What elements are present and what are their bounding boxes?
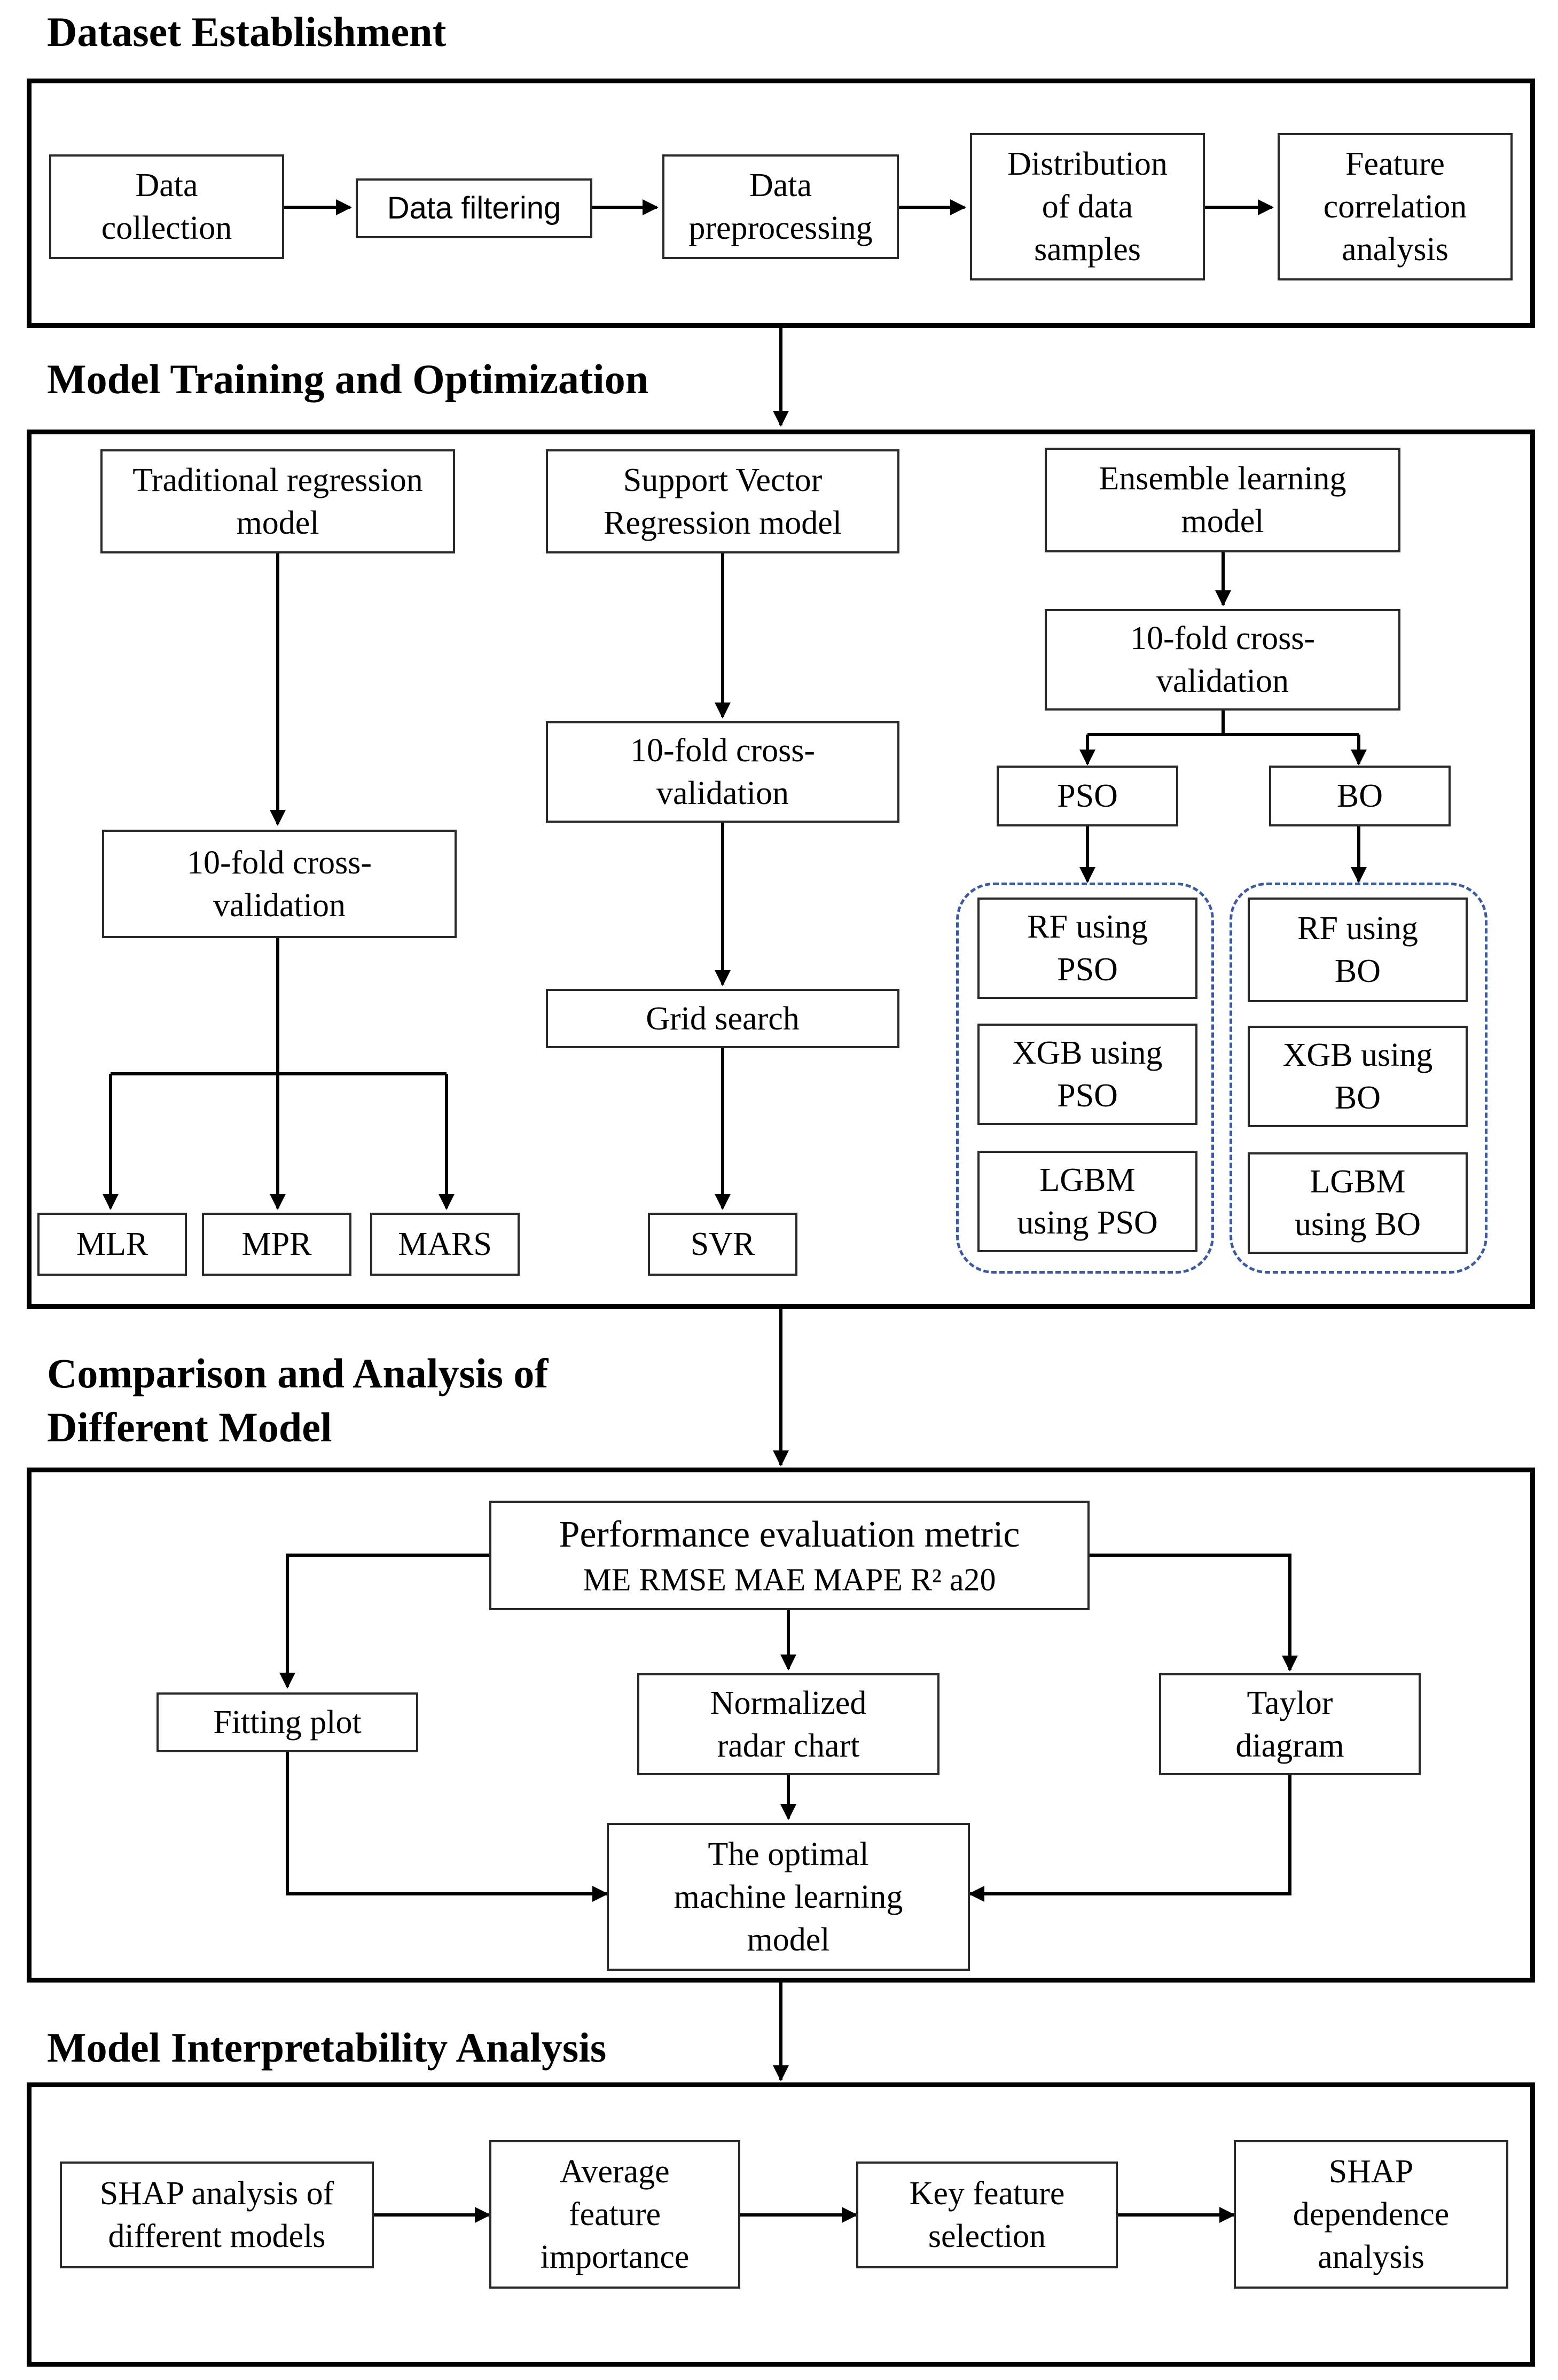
group-pso-models [956, 883, 1214, 1274]
node-ensemble-model: Ensemble learning model [1045, 448, 1400, 552]
node-key-feature-selection: Key feature selection [856, 2161, 1118, 2268]
node-data-preprocessing: Data preprocessing [662, 154, 899, 259]
section-interpretability [27, 2082, 1535, 2367]
node-output-mlr: MLR [37, 1213, 187, 1276]
node-svr-cv: 10-fold cross- validation [546, 721, 899, 823]
node-lgbm-pso: LGBM using PSO [977, 1151, 1197, 1252]
section-comparison [27, 1468, 1535, 1983]
node-traditional-regression: Traditional regression model [100, 449, 455, 553]
node-rf-pso: RF using PSO [977, 898, 1197, 999]
node-xgb-pso: XGB using PSO [977, 1024, 1197, 1125]
node-xgb-bo: XGB using BO [1248, 1026, 1468, 1127]
node-data-filtering: Data filtering [356, 178, 592, 238]
section-heading-comparison-line2: Different Model [47, 1404, 332, 1450]
section-training [27, 430, 1535, 1309]
node-ensemble-cv: 10-fold cross- validation [1045, 609, 1400, 711]
node-taylor-diagram: Taylor diagram [1159, 1673, 1421, 1775]
node-pso: PSO [997, 766, 1178, 826]
node-output-mpr: MPR [202, 1213, 351, 1276]
metric-title: Performance evaluation metric [559, 1513, 1020, 1555]
node-radar-chart: Normalized radar chart [637, 1673, 940, 1775]
node-performance-metric: Performance evaluation metric ME RMSE MA… [489, 1501, 1090, 1610]
node-data-collection: Data collection [49, 154, 284, 259]
group-bo-models [1230, 883, 1487, 1274]
node-rf-bo: RF using BO [1248, 898, 1468, 1002]
node-shap-dependence: SHAP dependence analysis [1234, 2140, 1508, 2289]
node-bo: BO [1269, 766, 1451, 826]
section-dataset [27, 79, 1535, 328]
node-traditional-cv: 10-fold cross- validation [102, 830, 457, 938]
node-output-mars: MARS [370, 1213, 520, 1276]
node-optimal-model: The optimal machine learning model [607, 1823, 970, 1971]
node-svr-model: Support Vector Regression model [546, 449, 899, 553]
node-grid-search: Grid search [546, 989, 899, 1048]
node-shap-models: SHAP analysis of different models [60, 2161, 374, 2268]
section-heading-training: Model Training and Optimization [47, 356, 649, 402]
node-distribution: Distribution of data samples [970, 133, 1205, 280]
section-heading-comparison-line1: Comparison and Analysis of [47, 1350, 549, 1396]
node-output-svr: SVR [648, 1213, 797, 1276]
metric-list: ME RMSE MAE MAPE R² a20 [583, 1562, 996, 1597]
node-average-importance: Average feature importance [489, 2140, 740, 2289]
node-lgbm-bo: LGBM using BO [1248, 1152, 1468, 1254]
section-heading-dataset: Dataset Establishment [47, 9, 447, 55]
node-feature-correlation: Feature correlation analysis [1278, 133, 1513, 280]
section-heading-interpretability: Model Interpretability Analysis [47, 2024, 607, 2071]
node-fitting-plot: Fitting plot [156, 1692, 418, 1752]
